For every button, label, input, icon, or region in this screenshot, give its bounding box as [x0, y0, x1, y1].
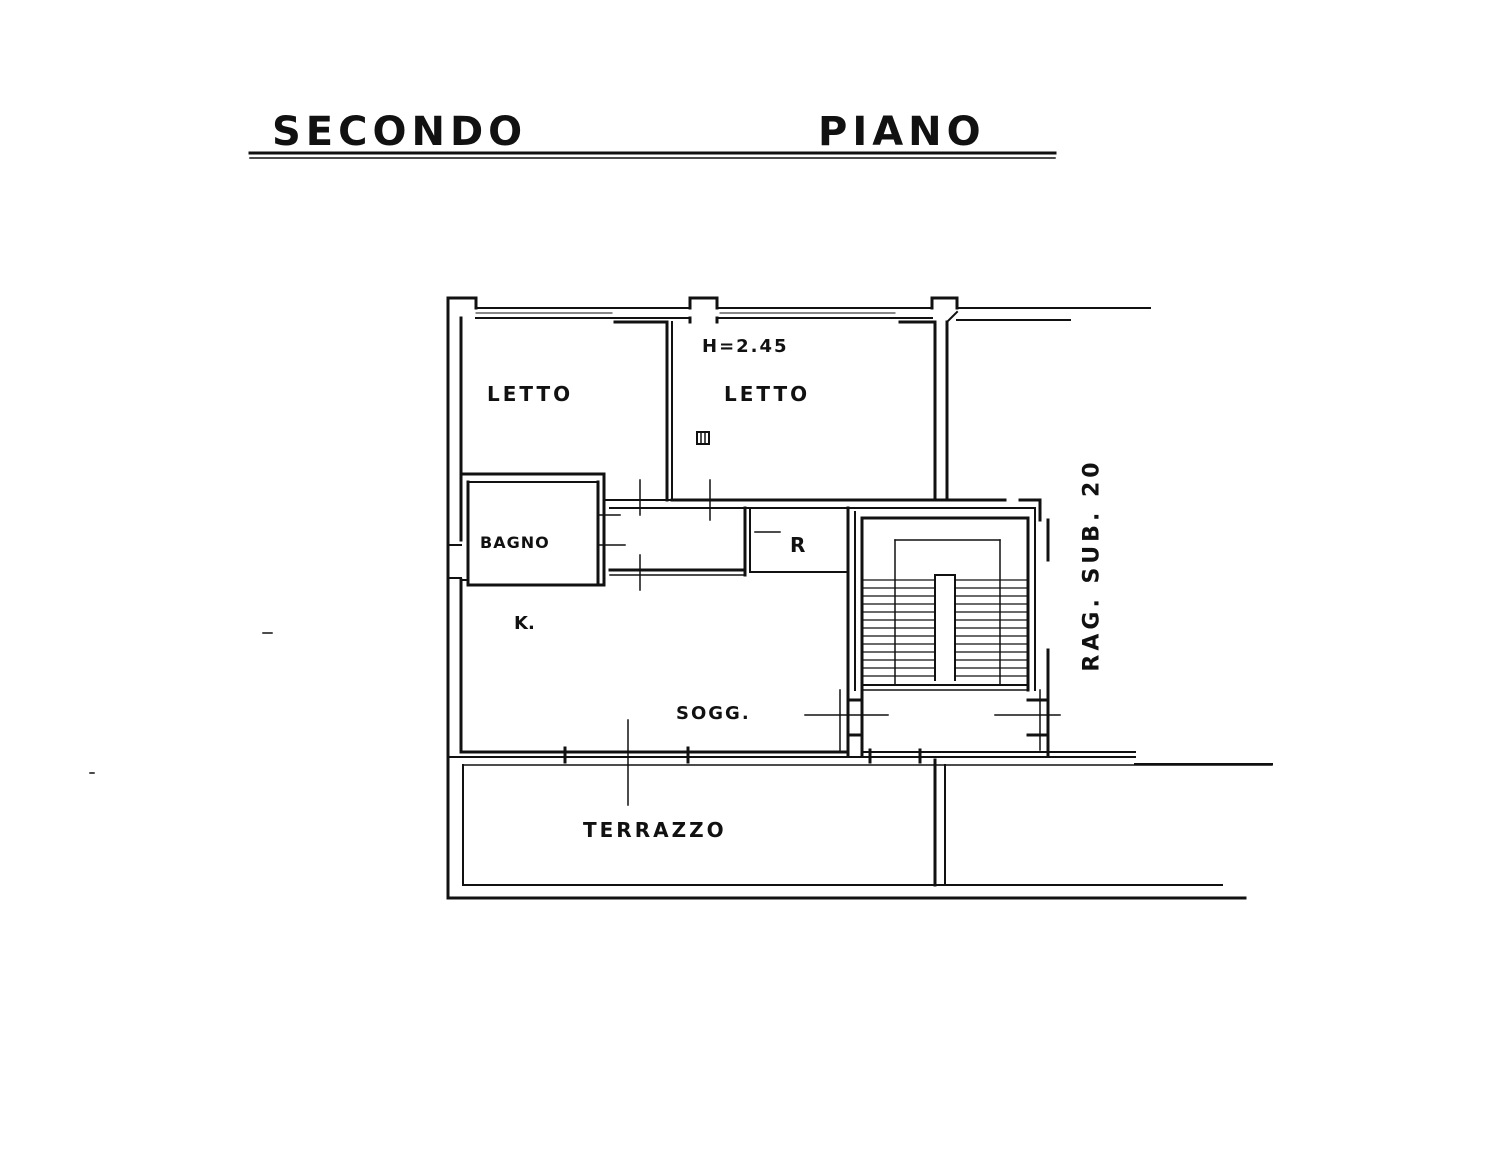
room-label-cucina: K. — [514, 613, 535, 634]
ripostiglio-walls — [749, 507, 849, 573]
stair-treads — [861, 579, 1029, 677]
room-label-bagno: BAGNO — [480, 533, 550, 552]
bagno-walls — [447, 472, 606, 587]
outer-wall-bottom — [447, 719, 1273, 806]
neighbor-unit-note-container: RAG. SUB. 20 — [1072, 450, 1112, 680]
column-marker — [696, 431, 710, 445]
room-label-soggiorno: SOGG. — [676, 703, 751, 724]
stairwell — [804, 498, 1061, 757]
room-label-ripostiglio: R — [790, 533, 806, 557]
outer-wall-top — [475, 296, 1151, 324]
room-label-letto-right: LETTO — [724, 382, 811, 406]
neighbor-unit-note: RAG. SUB. 20 — [1079, 458, 1105, 672]
room-label-letto-left: LETTO — [487, 382, 574, 406]
wall-letto-divider — [665, 320, 673, 502]
terrace-outline — [446, 755, 1273, 900]
room-label-terrazzo: TERRAZZO — [583, 818, 727, 842]
wall-letto-right — [933, 310, 959, 502]
plan-title-right: PIANO — [818, 109, 986, 155]
corridor-walls — [599, 479, 781, 591]
wall-letto-bottom — [459, 472, 1007, 502]
plan-title-left: SECONDO — [272, 109, 528, 155]
outer-wall-left — [446, 296, 478, 757]
title-underline — [248, 151, 1057, 159]
ceiling-height-note: H=2.45 — [702, 336, 789, 357]
